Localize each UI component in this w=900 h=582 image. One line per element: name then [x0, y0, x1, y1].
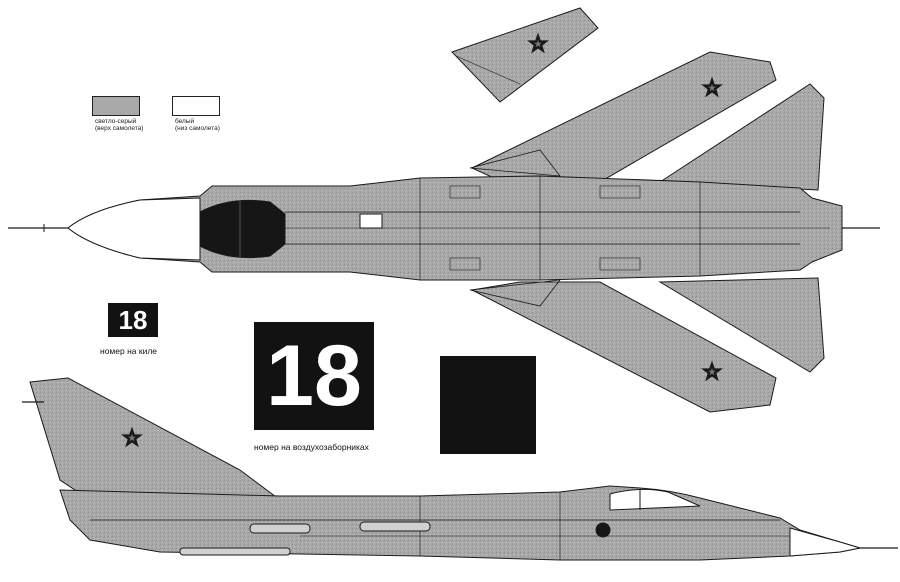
vertical-fin	[29, 377, 282, 501]
left-wing-lower	[470, 281, 777, 413]
legend-white-swatch	[172, 96, 220, 116]
legend-grey-label-line1: светло-серый	[95, 118, 137, 125]
wing-fragment	[451, 7, 599, 103]
intake-number-badge: 18	[254, 322, 374, 430]
black-color-swatch	[440, 356, 536, 454]
stabilizer-lower	[658, 277, 825, 373]
intake-number-caption: номер на воздухозаборниках	[254, 442, 369, 452]
legend-white-label-line1: белый	[175, 118, 195, 125]
intake-number: 18	[266, 327, 362, 424]
legend-grey-swatch	[92, 96, 140, 116]
canopy-plan	[199, 199, 286, 259]
tail-number: 18	[118, 304, 148, 335]
legend-white-label-line2: (низ самолета)	[175, 125, 220, 132]
tail-number-badge: 18	[108, 303, 158, 337]
legend-white-label: белый (низ самолета)	[175, 118, 220, 132]
tail-number-caption: номер на киле	[100, 346, 158, 356]
canopy-side	[609, 488, 701, 511]
legend-grey-label-line2: (верх самолета)	[95, 125, 144, 132]
plan-view	[8, 7, 880, 413]
side-view	[22, 377, 898, 561]
legend-grey-label: светло-серый (верх самолета)	[95, 118, 143, 132]
